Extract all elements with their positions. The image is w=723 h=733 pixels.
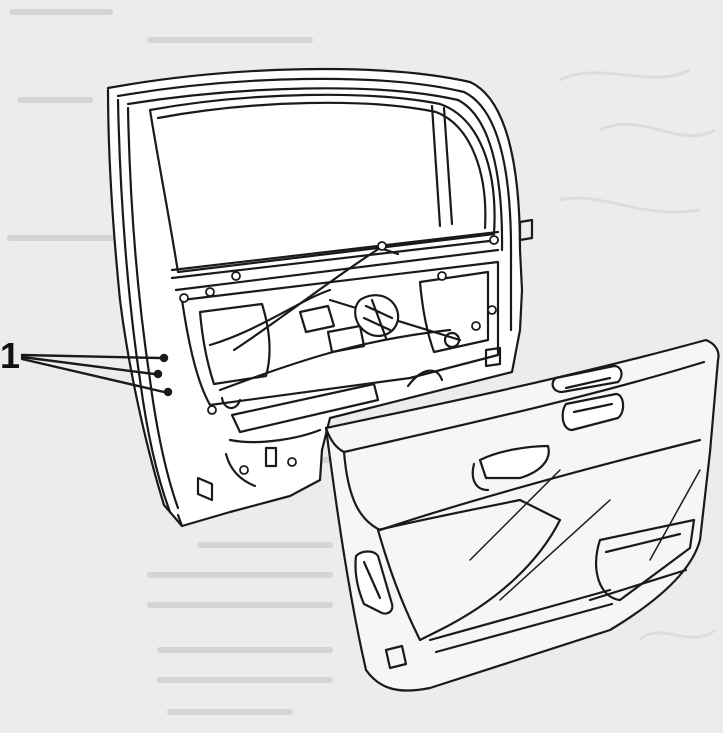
callout-number-label: 1 [0,335,21,376]
mounting-holes [179,235,499,475]
window-opening [148,93,500,292]
inner-panel [180,218,534,502]
window-regulator [208,246,462,392]
door-trim-panel [324,338,720,692]
callout-leader-lines [20,353,166,394]
